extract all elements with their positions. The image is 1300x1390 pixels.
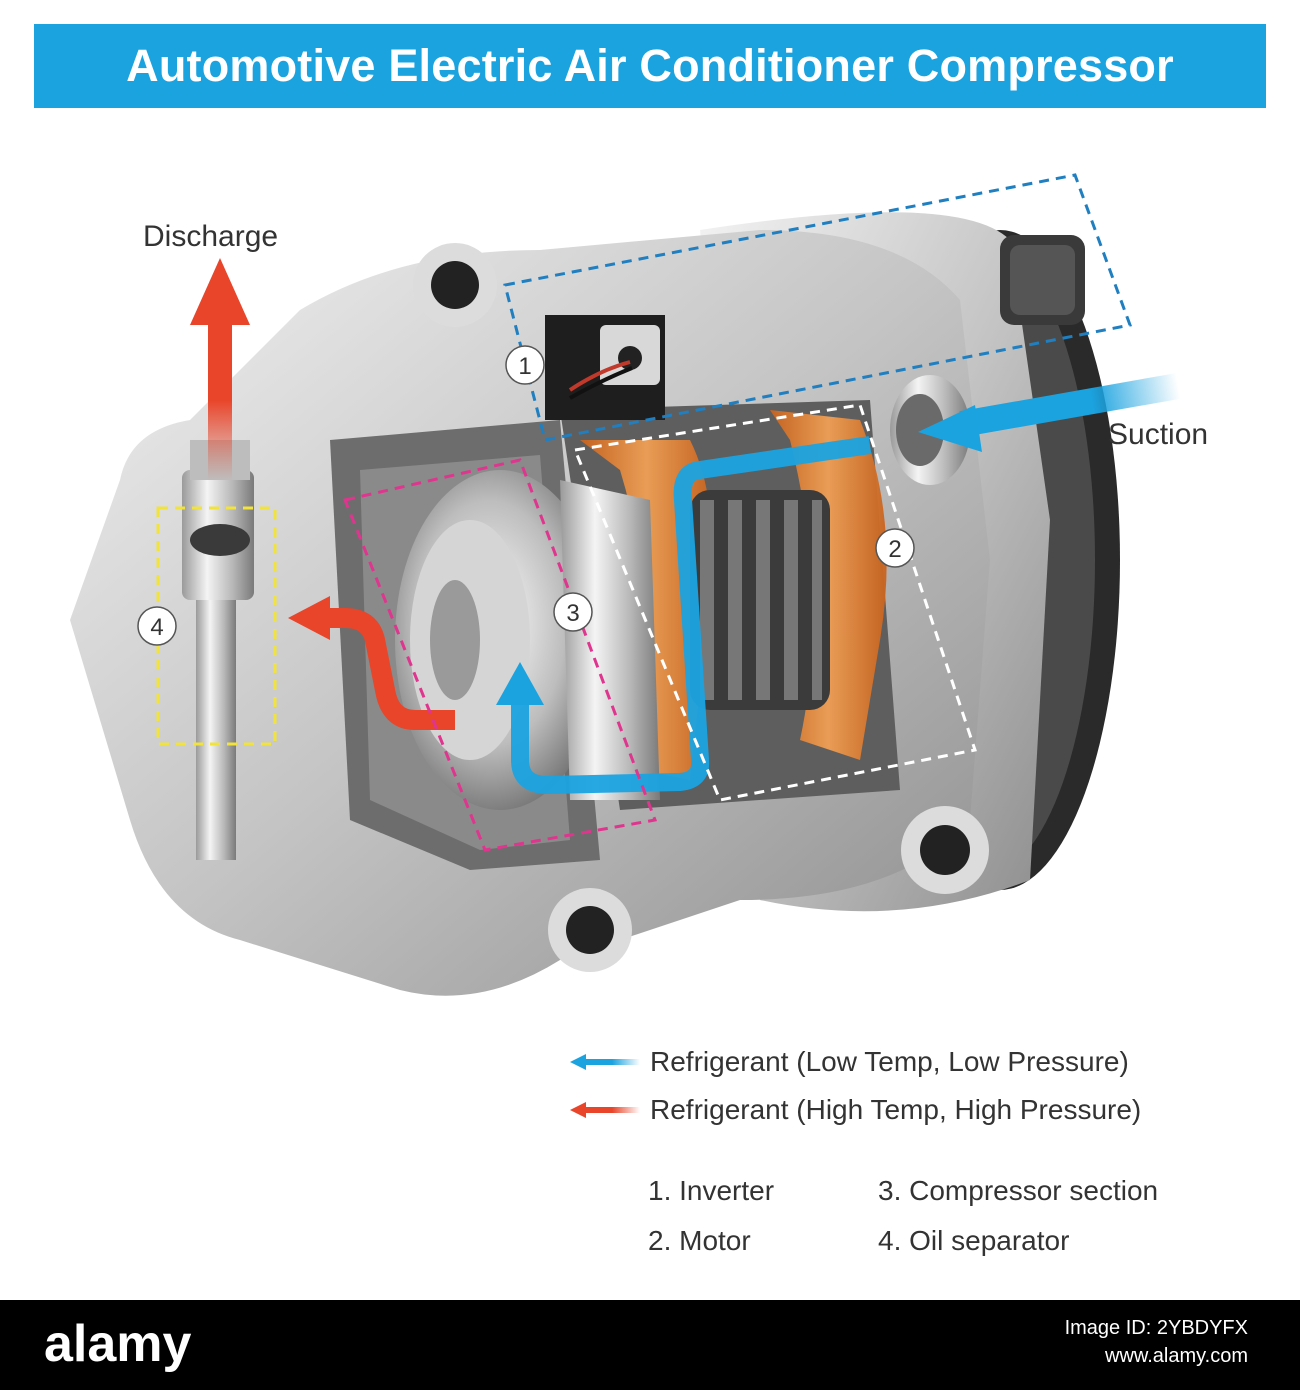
mounting-holes — [413, 243, 989, 972]
inverter-box — [503, 173, 1133, 442]
component-key: 1. Inverter 3. Compressor section 2. Mot… — [648, 1166, 1248, 1266]
compressor-box — [342, 458, 658, 852]
key-compressor-section: 3. Compressor section — [878, 1175, 1159, 1206]
svg-text:1: 1 — [518, 353, 531, 380]
blue-arrow-icon — [570, 1054, 640, 1070]
key-motor: 2. Motor — [648, 1225, 751, 1256]
site-url: www.alamy.com — [1105, 1345, 1248, 1367]
image-id-line: Image ID: 2YBDYFX — [1064, 1317, 1248, 1339]
compressor-illustration: 1 2 3 4 — [70, 173, 1181, 996]
electrical-connector — [1000, 235, 1085, 325]
discharge-arrow — [190, 258, 250, 480]
title-banner: Automotive Electric Air Conditioner Comp… — [34, 24, 1266, 108]
page-title: Automotive Electric Air Conditioner Comp… — [126, 40, 1174, 91]
red-arrow-icon — [570, 1102, 640, 1118]
legend-label-low: Refrigerant (Low Temp, Low Pressure) — [650, 1046, 1129, 1077]
alamy-logo: alamy — [44, 1315, 192, 1373]
image-id: Image ID: 2YBDYFX www.alamy.com — [1065, 1314, 1248, 1370]
inverter-pocket — [545, 315, 665, 420]
svg-text:4: 4 — [150, 614, 163, 641]
key-oil-separator: 4. Oil separator — [878, 1225, 1070, 1256]
legend-row-low: Refrigerant (Low Temp, Low Pressure) — [570, 1038, 1270, 1086]
low-pressure-flow-arrow — [496, 436, 872, 794]
svg-text:2: 2 — [888, 536, 901, 563]
svg-text:3: 3 — [566, 600, 579, 627]
marker-1: 1 — [505, 345, 545, 385]
suction-label: Suction — [1108, 418, 1209, 451]
motor-box — [572, 403, 977, 802]
legend-row-high: Refrigerant (High Temp, High Pressure) — [570, 1086, 1270, 1134]
high-pressure-flow-arrow — [288, 596, 455, 730]
legend: Refrigerant (Low Temp, Low Pressure) Ref… — [570, 1038, 1270, 1134]
discharge-label: Discharge — [143, 220, 279, 253]
marker-2: 2 — [875, 528, 915, 568]
suction-arrow — [918, 373, 1181, 452]
legend-label-high: Refrigerant (High Temp, High Pressure) — [650, 1094, 1142, 1125]
marker-3: 3 — [553, 592, 593, 632]
key-inverter: 1. Inverter — [648, 1175, 775, 1206]
marker-4: 4 — [137, 606, 177, 646]
footer-bar: alamy Image ID: 2YBDYFX www.alamy.com — [0, 1300, 1300, 1390]
